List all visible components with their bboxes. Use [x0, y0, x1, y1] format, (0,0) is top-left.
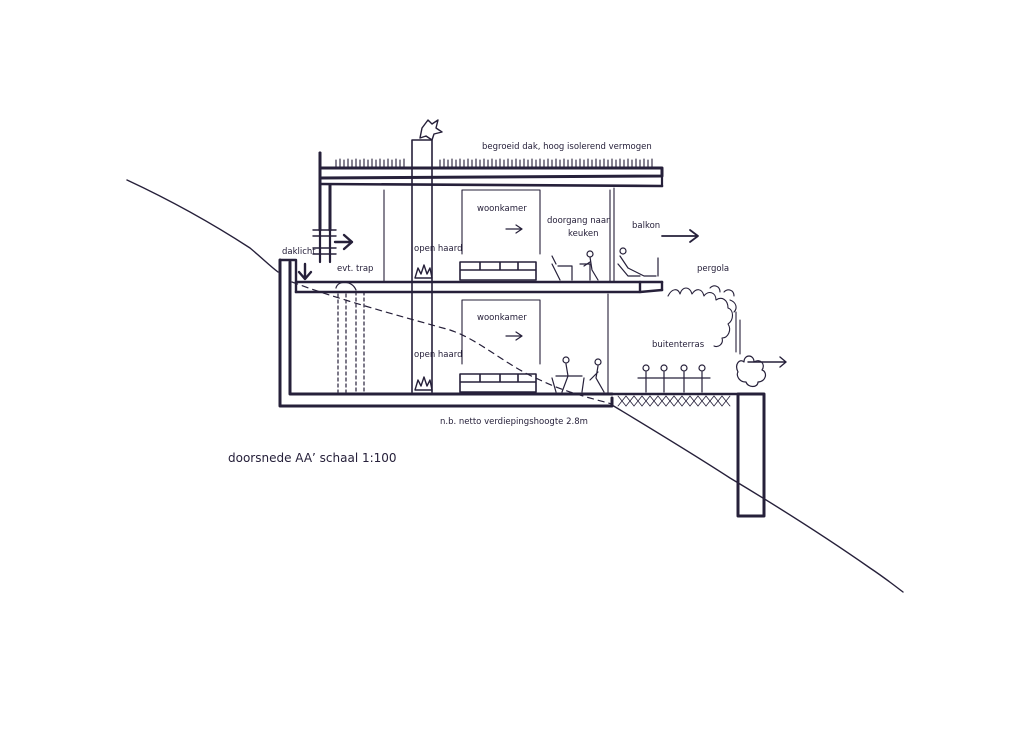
skylight-window — [312, 228, 337, 264]
fireplace-flame-upper — [414, 264, 433, 279]
skylight-down-arrow — [297, 262, 313, 281]
upper-wall-living — [461, 189, 541, 255]
lower-wall-living — [461, 299, 541, 365]
living-label-lower: woonkamer — [477, 313, 527, 323]
drawing-title: doorsnede AA’ schaal 1:100 — [228, 451, 397, 465]
figures-dining-lower — [551, 356, 605, 393]
pergola-label: pergola — [697, 264, 729, 274]
terrace-arrow — [747, 356, 787, 368]
figures-terrace — [637, 364, 711, 393]
terrace-label: buitenterras — [652, 340, 705, 350]
fireplace-label-upper: open haard — [414, 244, 462, 254]
terrain-slope-line — [126, 179, 904, 593]
skylight-arrow — [333, 233, 354, 251]
stair — [337, 291, 365, 393]
balcony-label: balkon — [632, 221, 660, 231]
passage-label-line1: doorgang naar — [547, 216, 610, 226]
skylight-label: daklicht — [282, 247, 316, 257]
figures-kitchen-upper — [551, 250, 599, 281]
stair-label: evt. trap — [337, 264, 373, 274]
fireplace-label-lower: open haard — [414, 350, 462, 360]
terrace-deck — [610, 392, 762, 407]
height-note: n.b. netto verdiepingshoogte 2.8m — [440, 417, 588, 427]
figure-balcony — [617, 247, 659, 277]
lower-envelope-top — [278, 258, 298, 294]
terrace-plant — [736, 355, 767, 388]
original-terrain-dashed — [291, 281, 613, 405]
upper-left-wall — [318, 151, 332, 232]
retaining-wall — [736, 392, 766, 518]
sofa-lower — [459, 373, 537, 393]
passage-label-line2: keuken — [568, 229, 598, 239]
lower-envelope — [278, 258, 614, 408]
roof-label: begroeid dak, hoog isolerend vermogen — [482, 142, 652, 152]
living-label-upper: woonkamer — [477, 204, 527, 214]
balcony-edge — [638, 280, 664, 294]
green-roof — [318, 151, 664, 188]
chimney — [411, 119, 443, 393]
pergola-plants — [667, 285, 741, 355]
balcony-arrow — [661, 229, 699, 243]
sofa-upper — [459, 261, 537, 281]
fireplace-flame-lower — [414, 376, 433, 391]
living-arrow-upper — [505, 224, 523, 234]
living-arrow-lower — [505, 331, 523, 341]
stair-arc — [335, 281, 357, 291]
